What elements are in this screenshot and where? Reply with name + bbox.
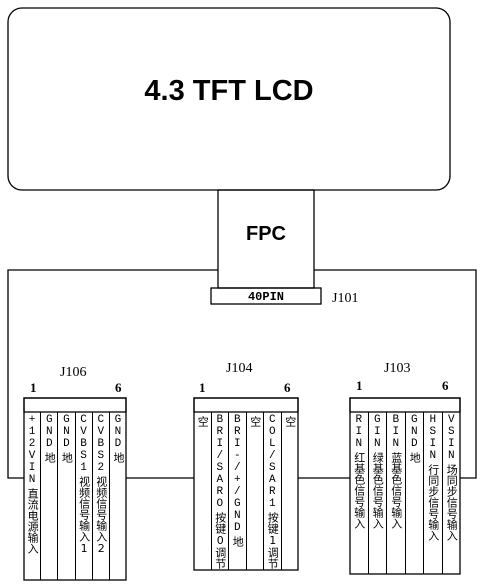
pin-text: BIN bbox=[389, 414, 402, 450]
j104-pin-3: BRI-/+/GND 地 bbox=[229, 412, 247, 570]
pin-text: CVBS2 bbox=[94, 414, 107, 474]
j104-pin-2: BRI/SARO 按键0调节 bbox=[212, 412, 229, 570]
j103-pin-1: RIN 红基色信号输入 bbox=[350, 412, 369, 574]
pin-desc: 空 bbox=[196, 416, 210, 427]
pin-desc: 空 bbox=[283, 416, 297, 427]
j106-pin-2: GND 地 bbox=[41, 412, 59, 580]
pin-desc: 按键0调节 bbox=[213, 512, 227, 569]
j101-label: J101 bbox=[332, 291, 358, 306]
pin-desc: 视频信号输入1 bbox=[77, 476, 91, 555]
pin-text: GIN bbox=[371, 414, 384, 450]
j106-pin-5: CVBS2 视频信号输入2 bbox=[93, 412, 110, 580]
pin-desc: 直流电源输入 bbox=[26, 488, 40, 554]
pin-desc: 空 bbox=[248, 416, 262, 427]
j104-pin-first: 1 bbox=[199, 380, 206, 395]
pin-desc: 地 bbox=[231, 536, 245, 547]
pin-text: COL/SAR1 bbox=[266, 414, 279, 510]
pin-text: GND bbox=[43, 414, 56, 450]
wire-to-j106 bbox=[7, 269, 218, 479]
pin-text: +12VIN bbox=[26, 414, 39, 486]
j106-pin-3: GND 地 bbox=[58, 412, 76, 580]
j106-label: J106 bbox=[60, 365, 86, 380]
pin-text: RIN bbox=[352, 414, 365, 450]
pin-desc: 视频信号输入2 bbox=[94, 476, 108, 555]
pin-text: VSIN bbox=[445, 414, 458, 462]
j106-pin-1: +12VIN 直流电源输入 bbox=[24, 412, 42, 580]
j104-pin-4: 空 bbox=[247, 412, 264, 570]
pin-desc: 按键1调节 bbox=[266, 512, 280, 569]
pin-desc: 地 bbox=[111, 452, 125, 463]
j103-pin-4: GND 地 bbox=[406, 412, 424, 574]
pin-text: HSIN bbox=[426, 414, 439, 462]
j103-label: J103 bbox=[384, 361, 410, 376]
pin-desc: 场同步信号输入 bbox=[445, 464, 459, 541]
pin-text: BRI/SARO bbox=[213, 414, 226, 510]
pin-text: GND bbox=[408, 414, 421, 450]
pin-text: CVBS1 bbox=[77, 414, 90, 474]
pin-desc: 红基色信号输入 bbox=[352, 452, 366, 529]
pin-desc: 绿基色信号输入 bbox=[371, 452, 385, 529]
j103-pin-6: VSIN 场同步信号输入 bbox=[443, 412, 461, 574]
j104-pin-area: 空 BRI/SARO 按键0调节 BRI-/+/GND 地 空 COL/SAR1 按键… bbox=[194, 412, 299, 570]
pin-desc: 蓝基色信号输入 bbox=[389, 452, 403, 529]
j103-pin-5: HSIN 行同步信号输入 bbox=[424, 412, 443, 574]
j106-pin-first: 1 bbox=[30, 380, 37, 395]
pin-text: BRI-/+/GND bbox=[231, 414, 244, 534]
j106-pin-4: CVBS1 视频信号输入1 bbox=[76, 412, 93, 580]
j104-pin-1: 空 bbox=[194, 412, 212, 570]
j103-pin-3: BIN 蓝基色信号输入 bbox=[387, 412, 406, 574]
j104-label: J104 bbox=[226, 361, 252, 376]
j104-pin-last: 6 bbox=[284, 380, 291, 395]
pin-desc: 行同步信号输入 bbox=[426, 464, 440, 541]
pin-desc: 地 bbox=[60, 452, 74, 463]
wire-to-j103 bbox=[314, 269, 477, 479]
j101-connector bbox=[210, 287, 322, 305]
j106-pin-last: 6 bbox=[115, 380, 122, 395]
lcd-title: 4.3 TFT LCD bbox=[144, 75, 313, 107]
j103-pin-area: RIN 红基色信号输入 GIN 绿基色信号输入 BIN 蓝基色信号输入 GND 地 HS… bbox=[350, 412, 461, 574]
j104-pin-5: COL/SAR1 按键1调节 bbox=[264, 412, 282, 570]
pin-text: GND bbox=[60, 414, 73, 450]
j104-pin-6: 空 bbox=[282, 412, 299, 570]
pin-text: GND bbox=[111, 414, 124, 450]
j106-pin-6: GND 地 bbox=[110, 412, 126, 580]
j103-pin-first: 1 bbox=[356, 378, 363, 393]
j103-pin-last: 6 bbox=[442, 378, 449, 393]
fpc-title: FPC bbox=[246, 223, 286, 245]
j103-pin-2: GIN 绿基色信号输入 bbox=[369, 412, 387, 574]
pin-desc: 地 bbox=[408, 452, 422, 463]
pin-desc: 地 bbox=[43, 452, 57, 463]
j101-pin-count: 40PIN bbox=[248, 290, 284, 304]
